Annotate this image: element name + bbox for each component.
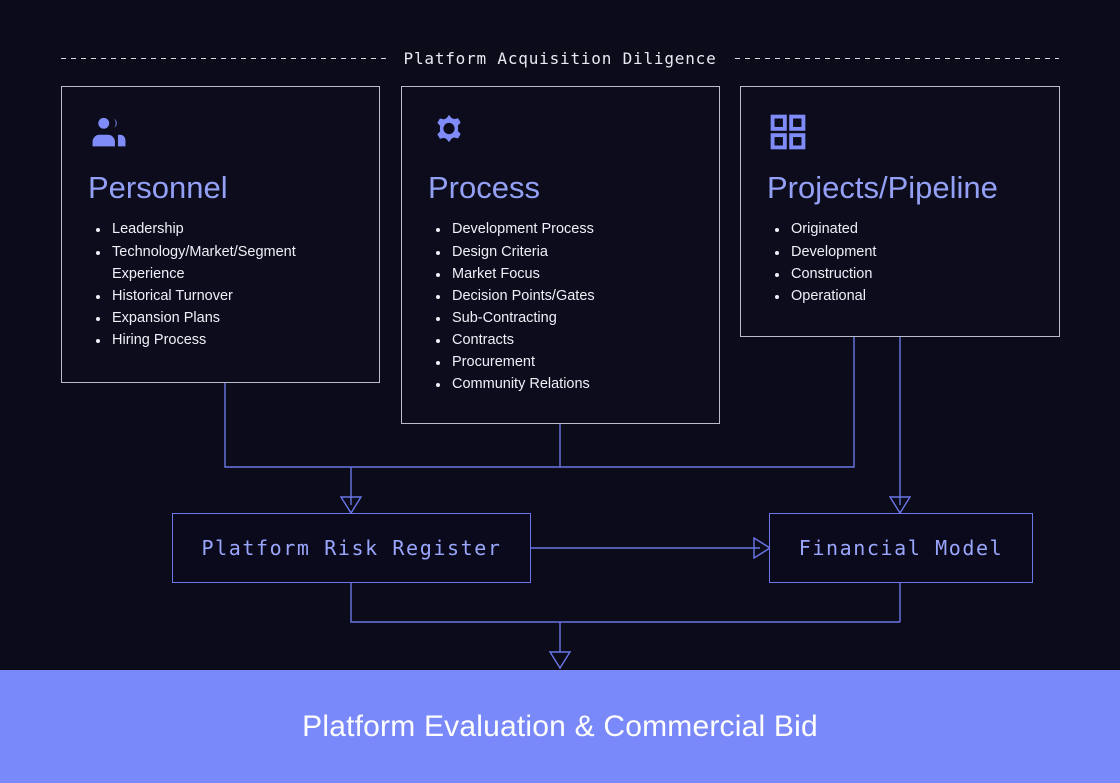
outcome-banner[interactable]: Platform Evaluation & Commercial Bid (0, 670, 1120, 783)
header-rule-right (734, 57, 1060, 59)
card-list-personnel: Leadership Technology/Market/Segment Exp… (88, 218, 353, 350)
list-item: Decision Points/Gates (450, 285, 693, 307)
edge-risk-register-to-banner (350, 583, 900, 623)
page-title: Platform Acquisition Diligence (403, 48, 717, 68)
list-item: Expansion Plans (110, 307, 353, 329)
diagram-header: Platform Acquisition Diligence (0, 44, 1120, 72)
list-item: Operational (789, 285, 1033, 307)
arrowhead-financial-model-left (753, 536, 772, 560)
list-item: Procurement (450, 351, 693, 373)
header-rule-left (61, 57, 386, 59)
card-list-projects-pipeline: Originated Development Construction Oper… (767, 218, 1033, 306)
edge-personnel-to-risk-register (224, 382, 351, 468)
process-box-financial-model[interactable]: Financial Model (769, 513, 1033, 583)
card-process[interactable]: Process Development Process Design Crite… (401, 86, 720, 424)
card-title-process: Process (428, 170, 540, 205)
outcome-banner-label: Platform Evaluation & Commercial Bid (302, 709, 818, 743)
list-item: Community Relations (450, 373, 693, 395)
process-box-platform-risk-register[interactable]: Platform Risk Register (172, 513, 531, 583)
list-item: Originated (789, 218, 1033, 240)
card-personnel[interactable]: Personnel Leadership Technology/Market/S… (61, 86, 380, 383)
arrowhead-banner-top (548, 651, 572, 670)
list-item: Hiring Process (110, 329, 353, 351)
users-icon (88, 111, 130, 153)
list-item: Market Focus (450, 263, 693, 285)
list-item: Contracts (450, 329, 693, 351)
card-title-personnel: Personnel (88, 170, 228, 205)
arrowhead-financial-model-top (888, 496, 912, 515)
card-title-projects-pipeline: Projects/Pipeline (767, 170, 998, 205)
card-projects-pipeline[interactable]: Projects/Pipeline Originated Development… (740, 86, 1060, 337)
list-item: Design Criteria (450, 241, 693, 263)
list-item: Leadership (110, 218, 353, 240)
list-item: Development Process (450, 218, 693, 240)
process-box-label: Platform Risk Register (201, 536, 502, 560)
list-item: Construction (789, 263, 1033, 285)
list-item: Development (789, 241, 1033, 263)
list-item: Historical Turnover (110, 285, 353, 307)
arrowhead-risk-register-top (339, 496, 363, 515)
card-list-process: Development Process Design Criteria Mark… (428, 218, 693, 394)
gear-icon (428, 111, 470, 153)
grid-icon (767, 111, 809, 153)
list-item: Sub-Contracting (450, 307, 693, 329)
list-item: Technology/Market/Segment Experience (110, 241, 353, 285)
process-box-label: Financial Model (798, 536, 1004, 560)
